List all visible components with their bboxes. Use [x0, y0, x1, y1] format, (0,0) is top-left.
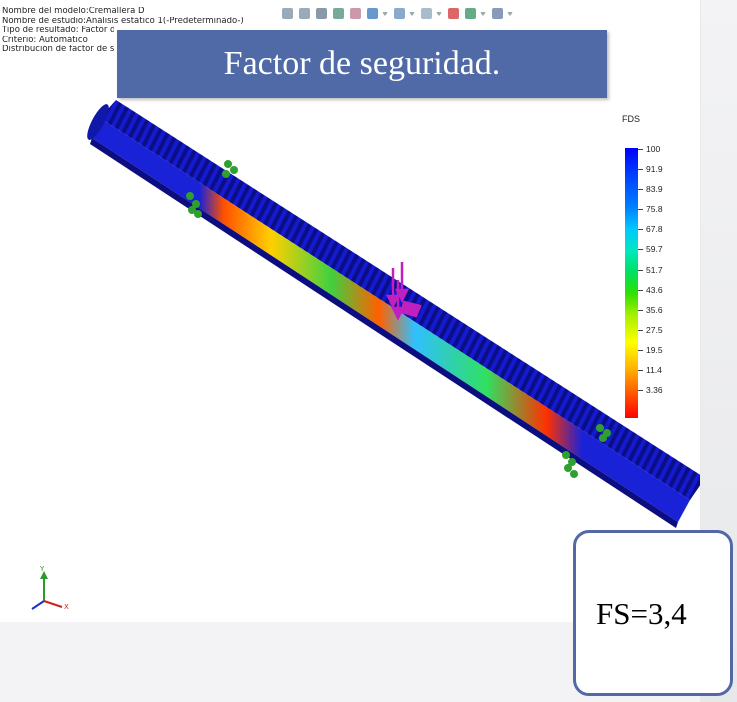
display-style-icon[interactable]	[367, 8, 378, 19]
view-orientation-icon[interactable]	[350, 8, 361, 19]
safety-factor-box: FS=3,4	[573, 530, 733, 696]
info-distribution: Distribución de factor de seguridad	[2, 45, 114, 54]
rack-model[interactable]	[0, 0, 700, 622]
coordinate-triad: Y X	[28, 565, 73, 618]
legend-tick: 100	[638, 139, 663, 159]
fixture-left	[186, 160, 238, 218]
legend-tick: 59.7	[638, 239, 663, 259]
edit-appearance-icon[interactable]	[421, 8, 432, 19]
chevron-down-icon[interactable]	[382, 11, 388, 16]
legend-tick: 67.8	[638, 219, 663, 239]
fixture-right	[562, 424, 611, 478]
info-criterion: Criterio: Automático	[2, 35, 88, 45]
load-arrows	[385, 262, 422, 321]
info-model-name: Nombre del modelo:Cremallera D	[2, 7, 145, 16]
display-pane-icon[interactable]	[492, 8, 503, 19]
legend-tick: 75.8	[638, 199, 663, 219]
legend-tick: 43.6	[638, 280, 663, 300]
slide-title: Factor de seguridad.	[223, 45, 501, 82]
info-result-type: Tipo de resultado: Factor de seguridad	[2, 26, 114, 35]
zoom-fit-icon[interactable]	[282, 8, 293, 19]
legend-tick: 35.6	[638, 300, 663, 320]
legend-tick: 83.9	[638, 179, 663, 199]
hide-show-icon[interactable]	[394, 8, 405, 19]
axis-y-label: Y	[39, 565, 45, 573]
rack-bar	[87, 100, 700, 528]
legend-tick: 19.5	[638, 340, 663, 360]
axis-x-label: X	[64, 603, 69, 611]
legend-tick: 91.9	[638, 159, 663, 179]
chevron-down-icon[interactable]	[436, 11, 442, 16]
legend-tick: 27.5	[638, 320, 663, 340]
color-legend-bar	[625, 148, 638, 418]
legend-ticks: 100 91.9 83.9 75.8 67.8 59.7 51.7 43.6 3…	[638, 139, 663, 400]
section-view-icon[interactable]	[333, 8, 344, 19]
legend-tick: 3.36	[638, 380, 663, 400]
zoom-area-icon[interactable]	[299, 8, 310, 19]
model-info-panel: Nombre del modelo:Cremallera D Nombre de…	[2, 7, 264, 55]
previous-view-icon[interactable]	[316, 8, 327, 19]
chevron-down-icon[interactable]	[507, 11, 513, 16]
view-toolbar	[282, 8, 513, 19]
info-study-name: Nombre de estudio:Análisis estático 1(-P…	[2, 16, 244, 26]
legend-tick: 51.7	[638, 260, 663, 280]
safety-factor-value: FS=3,4	[596, 596, 687, 631]
legend-tick: 11.4	[638, 360, 663, 380]
view-settings-icon[interactable]	[465, 8, 476, 19]
chevron-down-icon[interactable]	[409, 11, 415, 16]
legend-title: FDS	[622, 114, 640, 124]
chevron-down-icon[interactable]	[480, 11, 486, 16]
graphics-viewport[interactable]: Nombre del modelo:Cremallera D Nombre de…	[0, 0, 701, 622]
title-banner: Factor de seguridad.	[117, 30, 607, 98]
scene-icon[interactable]	[448, 8, 459, 19]
